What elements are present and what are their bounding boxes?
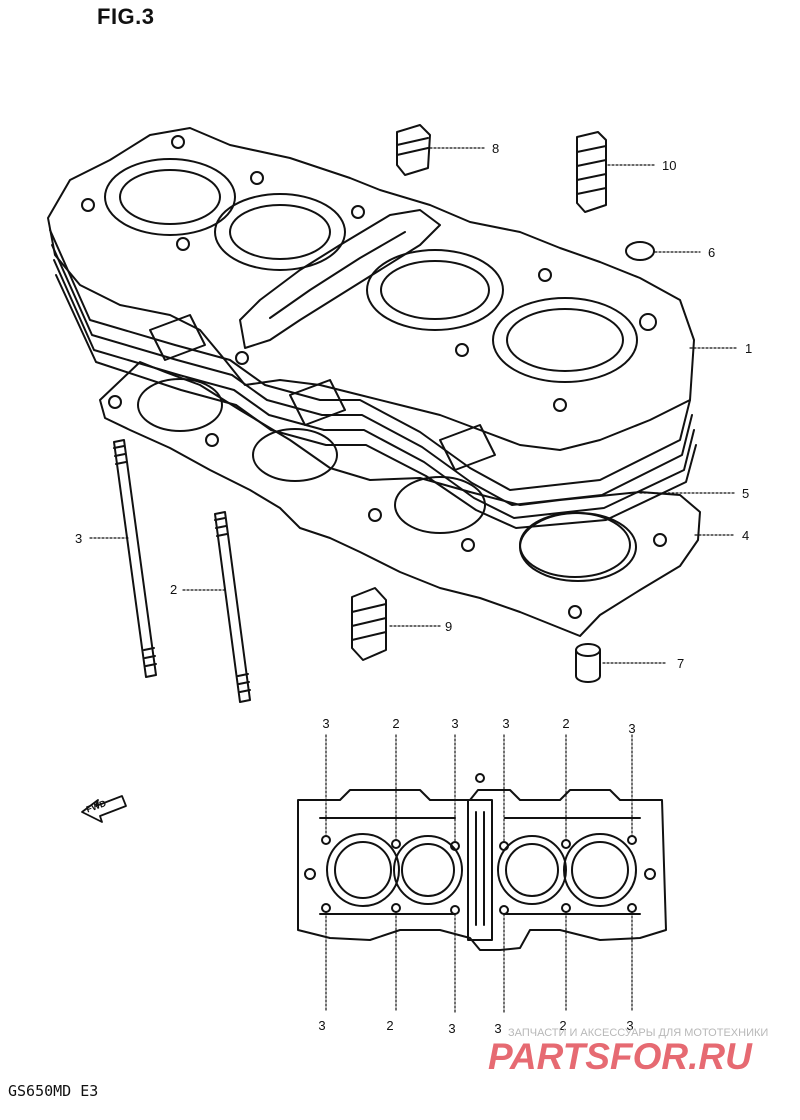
fwd-label: FWD: [85, 798, 108, 815]
forward-arrow-icon: [81, 795, 127, 823]
model-code: GS650MD E3: [8, 1082, 99, 1100]
callout-8: 8: [492, 141, 499, 156]
stud-bolt-long: [113, 439, 157, 678]
callout-3: 3: [75, 531, 82, 546]
bolt-label-top: 2: [392, 716, 399, 731]
cylinder-base-gasket: [99, 361, 701, 637]
callout-1: 1: [745, 341, 752, 356]
callout-5: 5: [742, 486, 749, 501]
leader-lines: [89, 147, 739, 664]
bolt-pattern-labels: 3 2 3 3 2 3 3 2 3 3 2 3: [318, 716, 635, 1036]
rubber-cushion-medium: [351, 587, 387, 661]
stud-bolt-short: [214, 511, 251, 703]
dowel-pin: [575, 643, 601, 683]
bolt-label-bottom: 3: [318, 1018, 325, 1033]
watermark-caption: ЗАПЧАСТИ И АКСЕССУАРЫ ДЛЯ МОТОТЕХНИКИ: [508, 1027, 769, 1039]
watermark-logo: PARTSFOR.RU: [488, 1036, 752, 1077]
callout-labels: 1 2 3 4 5 6 7 8 9 10 FWD: [75, 141, 752, 815]
callout-7: 7: [677, 656, 684, 671]
bolt-label-bottom: 3: [626, 1018, 633, 1033]
callout-9: 9: [445, 619, 452, 634]
bolt-label-top: 2: [562, 716, 569, 731]
rubber-cushion-tall: [576, 131, 607, 213]
figure-title: FIG.3: [97, 4, 155, 29]
cylinder-o-ring: [519, 512, 637, 582]
rubber-cushion-small: [396, 124, 431, 176]
callout-10: 10: [662, 158, 676, 173]
bolt-label-top: 3: [322, 716, 329, 731]
bolt-label-top: 3: [451, 716, 458, 731]
bolt-label-top: 3: [502, 716, 509, 731]
bolt-label-bottom: 2: [559, 1018, 566, 1033]
callout-2: 2: [170, 582, 177, 597]
cylinder-block: [47, 127, 697, 529]
bolt-label-bottom: 3: [448, 1021, 455, 1036]
bolt-label-bottom: 3: [494, 1021, 501, 1036]
bolt-label-top: 3: [628, 721, 635, 736]
bolt-tightening-pattern: [297, 773, 667, 951]
o-ring: [625, 241, 655, 261]
callout-6: 6: [708, 245, 715, 260]
bolt-label-bottom: 2: [386, 1018, 393, 1033]
callout-4: 4: [742, 528, 749, 543]
bolt-pattern-leaders: [325, 734, 633, 1013]
